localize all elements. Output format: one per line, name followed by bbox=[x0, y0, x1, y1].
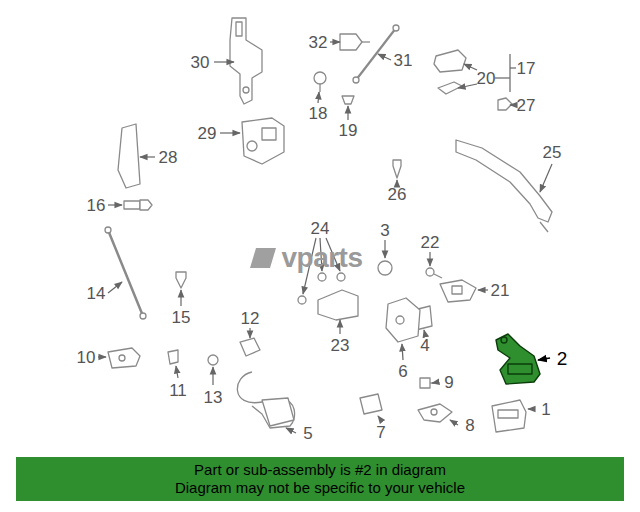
callout-number: 2 bbox=[557, 349, 568, 368]
notice-text: Diagram may not be specific to your vehi… bbox=[175, 479, 465, 497]
callout-number: 32 bbox=[309, 34, 328, 51]
callout-number: 8 bbox=[465, 417, 474, 434]
callout-number: 1 bbox=[541, 401, 550, 418]
callout-number: 17 bbox=[517, 60, 536, 77]
watermark: vparts bbox=[257, 244, 362, 272]
callout-number: 16 bbox=[87, 197, 106, 214]
callout-number: 30 bbox=[191, 54, 210, 71]
callout-number: 27 bbox=[517, 97, 536, 114]
callout-number: 23 bbox=[331, 337, 350, 354]
callout-number: 7 bbox=[376, 424, 385, 441]
callout-number: 29 bbox=[198, 125, 217, 142]
notice-text: Part or sub-assembly is #2 in diagram bbox=[194, 461, 446, 479]
callout-number: 14 bbox=[87, 285, 106, 302]
callout-number: 13 bbox=[204, 389, 223, 406]
callout-number: 12 bbox=[241, 310, 260, 327]
callout-number: 5 bbox=[303, 425, 312, 442]
callout-number: 31 bbox=[394, 52, 413, 69]
callout-number: 18 bbox=[309, 105, 328, 122]
callout-number: 3 bbox=[380, 222, 389, 239]
callout-number: 10 bbox=[77, 349, 96, 366]
callout-number: 28 bbox=[159, 149, 178, 166]
callout-number: 24 bbox=[311, 220, 330, 237]
callout-number: 4 bbox=[420, 337, 429, 354]
callout-number: 20 bbox=[477, 70, 496, 87]
callout-number: 6 bbox=[398, 363, 407, 380]
callout-number: 25 bbox=[543, 144, 562, 161]
callout-number: 9 bbox=[444, 374, 453, 391]
callout-number: 21 bbox=[491, 282, 510, 299]
callout-number: 26 bbox=[388, 186, 407, 203]
callout-number: 11 bbox=[169, 382, 187, 399]
callout-number: 22 bbox=[421, 234, 440, 251]
notice-band: Part or sub-assembly is #2 in diagramDia… bbox=[16, 457, 624, 501]
callout-number: 15 bbox=[172, 309, 191, 326]
callout-number: 19 bbox=[339, 122, 358, 139]
